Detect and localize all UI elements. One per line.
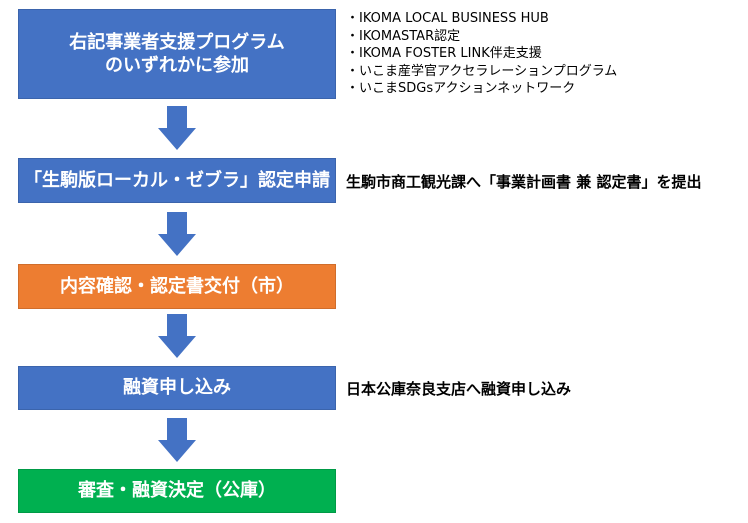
step-1-label-line-1: 右記事業者支援プログラム — [69, 31, 285, 53]
program-list-item: ・いこまSDGsアクションネットワーク — [346, 81, 576, 96]
down-arrow-icon — [158, 106, 196, 150]
step-box-program-participation: 右記事業者支援プログラム のいずれかに参加 — [18, 9, 336, 99]
down-arrow-icon — [158, 418, 196, 462]
step-5-label: 審査・融資決定（公庫） — [78, 480, 276, 502]
step-box-loan-application: 融資申し込み — [18, 366, 336, 410]
step-1-label-line-2: のいずれかに参加 — [105, 55, 249, 76]
down-arrow-icon — [158, 212, 196, 256]
program-list: ・IKOMA LOCAL BUSINESS HUB ・IKOMASTAR認定 ・… — [346, 10, 617, 98]
step-box-certification-application: 「生駒版ローカル・ゼブラ」認定申請 — [18, 158, 336, 203]
step-3-label: 内容確認・認定書交付（市） — [60, 275, 294, 297]
step-box-loan-decision: 審査・融資決定（公庫） — [18, 469, 336, 513]
loan-note: 日本公庫奈良支店へ融資申し込み — [346, 380, 572, 398]
application-note: 生駒市商工観光課へ「事業計画書 兼 認定書」を提出 — [346, 173, 702, 191]
program-list-item: ・いこま産学官アクセラレーションプログラム — [346, 63, 618, 79]
down-arrow-icon — [158, 314, 196, 358]
program-list-item: ・IKOMA LOCAL BUSINESS HUB — [346, 11, 549, 26]
program-list-item: ・IKOMASTAR認定 — [346, 28, 461, 44]
step-box-review-issuance: 内容確認・認定書交付（市） — [18, 264, 336, 309]
step-2-label: 「生駒版ローカル・ゼブラ」認定申請 — [24, 169, 330, 191]
program-list-item: ・IKOMA FOSTER LINK伴走支援 — [346, 46, 542, 61]
step-4-label: 融資申し込み — [123, 377, 231, 399]
